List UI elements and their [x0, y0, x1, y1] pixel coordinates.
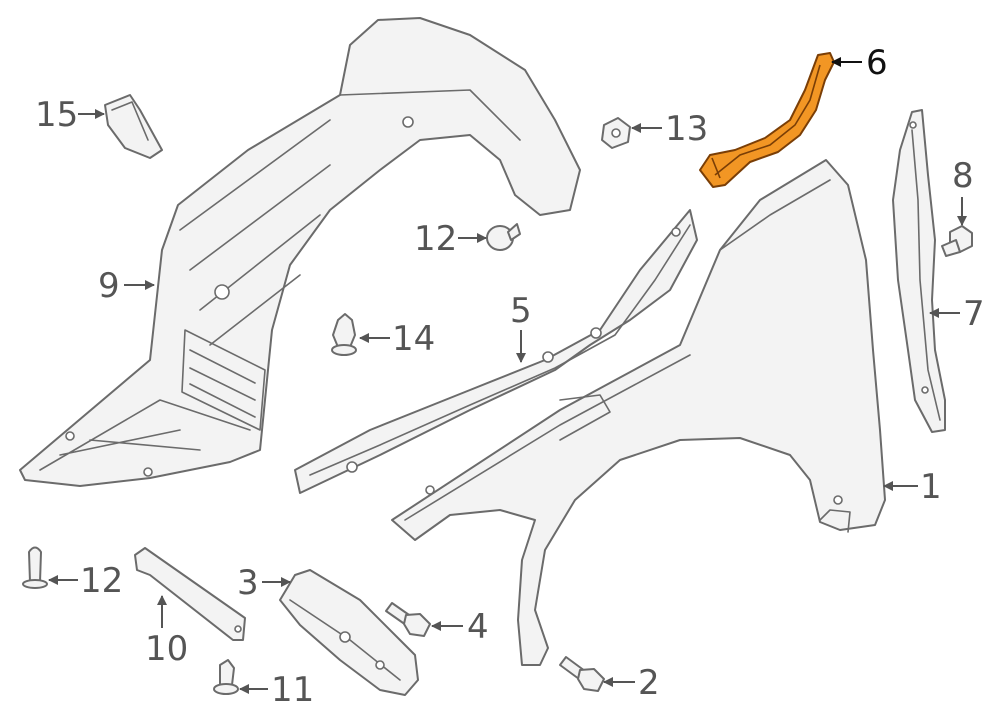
callout-label-7: 7 — [963, 294, 985, 334]
callout-1: 1 — [883, 467, 942, 507]
callout-label-4: 4 — [467, 607, 489, 647]
callout-8: 8 — [952, 156, 974, 226]
strip-10 — [134, 547, 246, 641]
callout-label-9: 9 — [98, 266, 120, 306]
callout-15: 15 — [35, 95, 105, 135]
clip-13 — [601, 117, 631, 149]
callout-13: 13 — [631, 109, 708, 149]
callout-label-14: 14 — [392, 319, 435, 359]
callout-label-13: 13 — [665, 109, 708, 149]
callout-14: 14 — [359, 319, 435, 359]
callout-7: 7 — [929, 294, 985, 334]
callout-label-2: 2 — [638, 663, 660, 703]
push-clip-12-upper — [486, 223, 521, 251]
bolt-4 — [385, 602, 431, 637]
callout-10: 10 — [145, 595, 188, 669]
callout-label-12-lower: 12 — [80, 561, 123, 601]
callout-11: 11 — [239, 670, 314, 710]
callout-label-6: 6 — [866, 43, 888, 83]
callout-12-lower: 12 — [48, 561, 123, 601]
callout-4: 4 — [431, 607, 489, 647]
callout-label-11: 11 — [271, 670, 314, 710]
pin-clip-12-lower — [22, 546, 48, 589]
callout-label-10: 10 — [145, 629, 188, 669]
callout-3: 3 — [237, 563, 291, 603]
clip-8 — [941, 225, 973, 257]
callout-5: 5 — [510, 291, 532, 363]
callout-9: 9 — [98, 266, 155, 306]
callout-label-12-upper: 12 — [414, 219, 457, 259]
callout-label-15: 15 — [35, 95, 78, 135]
callout-label-1: 1 — [920, 467, 942, 507]
clip-11 — [213, 659, 239, 695]
bracket-7 — [892, 109, 946, 433]
bolt-2 — [559, 656, 605, 692]
clip-14 — [331, 313, 357, 356]
bracket-15 — [104, 94, 163, 159]
lower-bracket-3 — [279, 569, 419, 696]
front-fender-1 — [391, 159, 886, 666]
fender-liner — [19, 17, 581, 487]
callout-6: 6 — [831, 43, 888, 83]
callout-2: 2 — [603, 663, 660, 703]
callout-label-5: 5 — [510, 291, 532, 331]
callout-12-upper: 12 — [414, 219, 487, 259]
callout-label-8: 8 — [952, 156, 974, 196]
callout-label-3: 3 — [237, 563, 259, 603]
bracket-6-highlighted — [699, 52, 835, 188]
upper-rail-5 — [294, 209, 698, 494]
